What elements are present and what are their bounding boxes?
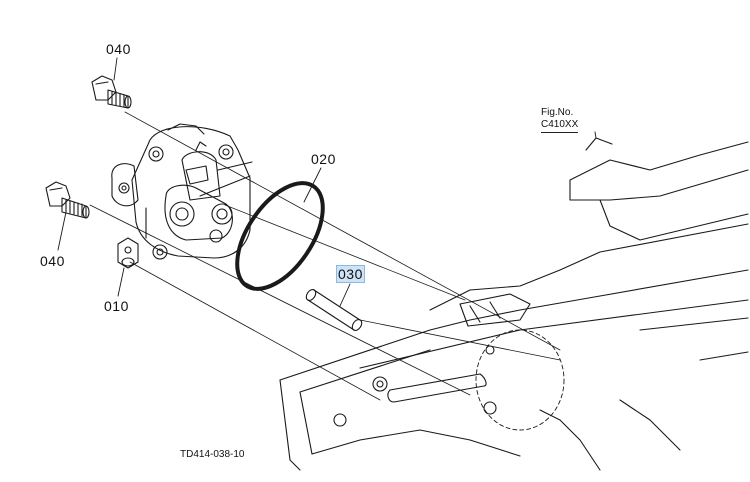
leader-lines (57, 57, 351, 307)
phantom-seat-circle (475, 329, 565, 431)
callout-040-left: 040 (40, 253, 65, 269)
o-ring-020 (235, 181, 325, 291)
fig-title: Fig.No. (541, 107, 574, 118)
pin-030 (305, 288, 363, 332)
bolt-040-left (45, 181, 90, 219)
pump-body-010 (111, 123, 253, 260)
drawing-code: TD414-038-10 (180, 449, 245, 460)
fig-number-box: Fig.No. C410XX (541, 107, 579, 133)
tractor-frame-housing (279, 137, 749, 471)
callout-020: 020 (311, 151, 336, 167)
callout-040-top: 040 (106, 41, 131, 57)
callout-030[interactable]: 030 (336, 265, 365, 283)
callout-010: 010 (104, 298, 129, 314)
bolt-040-top (91, 75, 132, 109)
fig-box-leader (594, 131, 597, 139)
fig-number: C410XX (541, 119, 579, 133)
plug-fitting-010 (117, 237, 139, 269)
